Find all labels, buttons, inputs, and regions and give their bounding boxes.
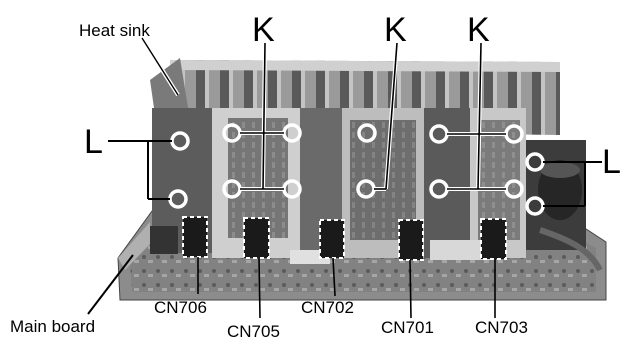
k-label-2: K <box>384 11 407 49</box>
text-labels: Heat sink Main board K K K L L CN706 CN7… <box>10 11 621 341</box>
heat-sink-label: Heat sink <box>79 21 150 40</box>
cn701-box <box>398 219 424 261</box>
cn702-label: CN702 <box>301 298 354 317</box>
cn705-label: CN705 <box>227 322 280 341</box>
cn703-label: CN703 <box>475 318 528 337</box>
cn705-box <box>243 217 270 259</box>
l-label-right: L <box>602 143 621 181</box>
leader-lines <box>87 36 602 319</box>
cn701-label: CN701 <box>381 318 434 337</box>
connector-boxes <box>182 216 507 261</box>
assembly-photo <box>117 58 607 301</box>
cn706-box <box>182 216 208 258</box>
main-board-label: Main board <box>10 317 95 336</box>
l-label-left: L <box>84 123 103 161</box>
cn702-box <box>319 219 345 259</box>
cn706-label: CN706 <box>154 298 207 317</box>
cn703-box <box>480 218 507 260</box>
k-label-3: K <box>467 11 490 49</box>
k-label-1: K <box>252 11 275 49</box>
screw-k2-top <box>357 123 377 143</box>
